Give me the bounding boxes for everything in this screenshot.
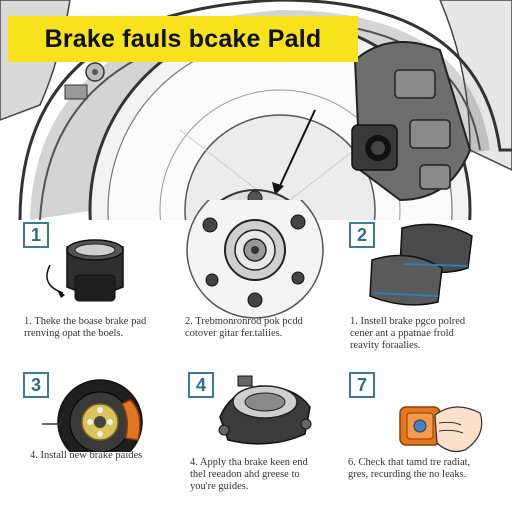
caliper-illustration — [351, 41, 472, 202]
title-banner: Brake fauls bcake Pald — [8, 16, 358, 62]
step-2-illustration — [369, 223, 473, 306]
step-2-badge: 2 — [349, 222, 375, 248]
step-2-caption: 1. Instell brake pgco polred cener ant a… — [350, 316, 510, 352]
middle-caption: 2. Trebmonronrod pok pcdd cotover gitar … — [185, 316, 345, 340]
step-7-illustration — [399, 406, 483, 453]
hub-closeup-illustration — [186, 200, 324, 319]
hero-illustration — [0, 0, 512, 220]
step-1-illustration — [46, 239, 124, 302]
step-4-caption-line1: 4. Apply tha brake keen end — [190, 457, 308, 468]
step-1-caption-line2: rrenving opat the boels. — [24, 328, 124, 339]
step-2-caption-line2: cener ant a ppatnae frold — [350, 328, 454, 339]
middle-caption-line1: 2. Trebmonronrod pok pcdd — [185, 316, 303, 327]
step-2-caption-line1: 1. Instell brake pgco polred — [350, 316, 466, 327]
step-7-caption-line1: 6. Check that tamd tre radiat, — [348, 457, 471, 468]
step-1-badge: 1 — [23, 222, 49, 248]
step-7-caption: 6. Check that tamd tre radiat, gres, rec… — [348, 457, 508, 481]
step-3-caption: 4. Install new brake paides — [30, 450, 143, 461]
step-4-caption: 4. Apply tha brake keen end thel reeadon… — [190, 457, 350, 493]
step-4-illustration — [218, 375, 312, 445]
step-4-caption-line2: thel reeadon ahd greese to — [190, 469, 300, 480]
step-3-badge: 3 — [23, 372, 49, 398]
step-7-badge: 7 — [349, 372, 375, 398]
middle-caption-line2: cotover gitar fer.taliies. — [185, 328, 283, 339]
step-4-caption-line3: you're guides. — [190, 481, 249, 492]
step-1-caption-line1: 1. Theke the boase brake pad — [24, 316, 147, 327]
step-7-caption-line2: gres, recurding the no leaks. — [348, 469, 467, 480]
step-3-illustration — [42, 379, 143, 452]
step-2-caption-line3: reavity foraalies. — [350, 340, 421, 351]
step-4-badge: 4 — [188, 372, 214, 398]
step-1-caption: 1. Theke the boase brake pad rrenving op… — [24, 316, 174, 340]
wheel-hub-illustration — [0, 0, 512, 220]
